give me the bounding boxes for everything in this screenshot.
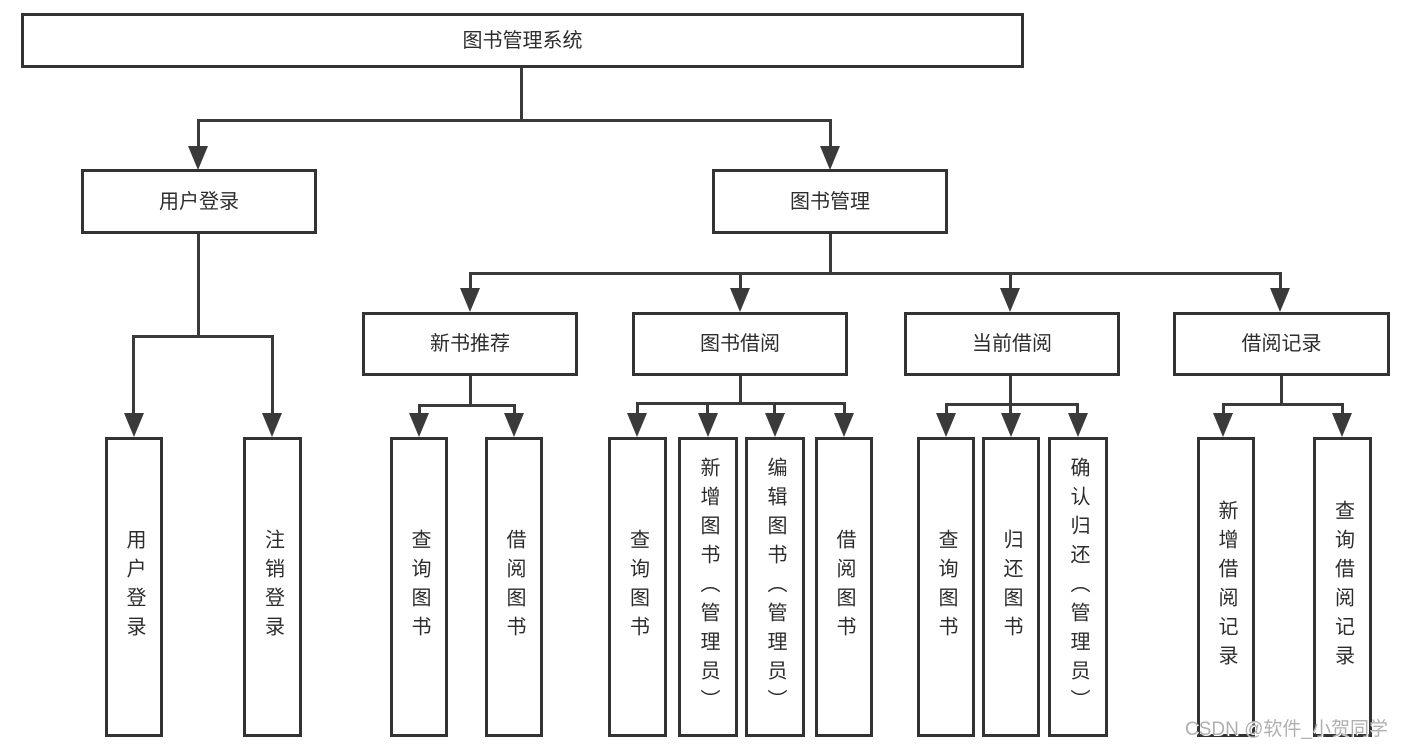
leaf-add-borrow-record: 新增借阅记录 (1197, 437, 1255, 737)
arrow-down-icon (1068, 413, 1088, 437)
arrow-down-icon (124, 413, 144, 437)
connector-line (829, 119, 832, 149)
arrow-down-icon (409, 413, 429, 437)
arrow-down-icon (1001, 413, 1021, 437)
arrow-down-icon (460, 288, 480, 312)
node-label: 归还图书 (1000, 529, 1022, 645)
arrow-down-icon (627, 413, 647, 437)
arrow-down-icon (1213, 413, 1233, 437)
leaf-query-books-borrow: 查询图书 (608, 437, 667, 737)
connector-line (132, 335, 135, 415)
node-label: 当前借阅 (972, 333, 1052, 355)
connector-line (418, 404, 421, 415)
leaf-query-borrow-record: 查询借阅记录 (1313, 437, 1372, 737)
arrow-down-icon (730, 288, 750, 312)
node-book-management: 图书管理 (712, 169, 948, 234)
node-new-book-recommend: 新书推荐 (362, 312, 578, 376)
arrow-down-icon (936, 413, 956, 437)
connector-line (636, 402, 846, 405)
leaf-query-books-current: 查询图书 (917, 437, 975, 737)
node-label: 借阅图书 (833, 529, 855, 645)
connector-line (1222, 403, 1344, 406)
arrow-down-icon (1332, 413, 1352, 437)
node-label: 用户登录 (123, 529, 145, 645)
node-user-login: 用户登录 (81, 169, 317, 234)
node-label: 编辑图书（管理员） (764, 456, 786, 718)
connector-line (945, 403, 948, 415)
leaf-add-books-admin: 新增图书（管理员） (678, 437, 738, 737)
node-label: 查询借阅记录 (1331, 500, 1354, 674)
connector-line (418, 404, 516, 407)
leaf-borrow-books-recommend: 借阅图书 (485, 437, 543, 737)
connector-line (271, 335, 274, 415)
connector-line (1279, 272, 1282, 290)
connector-line (739, 272, 742, 290)
node-label: 查询图书 (408, 529, 430, 645)
leaf-confirm-return-admin: 确认归还（管理员） (1048, 437, 1108, 737)
node-label: 查询图书 (935, 529, 957, 645)
leaf-logout: 注销登录 (243, 437, 302, 737)
node-label: 图书管理 (790, 190, 870, 213)
arrow-down-icon (1270, 288, 1290, 312)
node-label: 用户登录 (159, 190, 239, 213)
arrow-down-icon (1000, 288, 1020, 312)
connector-line (197, 119, 200, 149)
connector-line (829, 234, 832, 274)
leaf-borrow-books: 借阅图书 (815, 437, 873, 737)
connector-line (945, 403, 1079, 406)
arrow-down-icon (698, 413, 718, 437)
watermark: CSDN @软件_小贺同学 (1185, 719, 1388, 740)
node-root: 图书管理系统 (21, 13, 1024, 68)
leaf-user-login: 用户登录 (105, 437, 163, 737)
connector-line (520, 68, 523, 120)
connector-line (1009, 403, 1012, 415)
leaf-edit-books-admin: 编辑图书（管理员） (745, 437, 805, 737)
node-label: 图书借阅 (700, 333, 780, 355)
node-borrow-records: 借阅记录 (1173, 312, 1390, 376)
leaf-return-books: 归还图书 (982, 437, 1040, 737)
arrow-down-icon (504, 413, 524, 437)
node-current-borrow: 当前借阅 (904, 312, 1120, 376)
node-book-borrow: 图书借阅 (632, 312, 848, 376)
node-label: 新书推荐 (430, 333, 510, 355)
connector-line (132, 335, 274, 338)
leaf-query-books-recommend: 查询图书 (390, 437, 448, 737)
connector-line (469, 376, 472, 406)
node-label: 注销登录 (261, 529, 284, 645)
connector-line (1009, 376, 1012, 405)
connector-line (739, 376, 742, 405)
arrow-down-icon (820, 146, 840, 170)
node-label: 借阅记录 (1241, 333, 1322, 355)
connector-line (843, 402, 846, 415)
connector-line (513, 404, 516, 415)
node-label: 图书管理系统 (462, 29, 583, 52)
arrow-down-icon (188, 146, 208, 170)
node-label: 确认归还（管理员） (1067, 456, 1089, 718)
connector-line (197, 234, 200, 337)
arrow-down-icon (765, 413, 785, 437)
arrow-down-icon (834, 413, 854, 437)
connector-line (469, 272, 1282, 275)
connector-line (1341, 403, 1344, 415)
arrow-down-icon (262, 413, 282, 437)
node-label: 新增借阅记录 (1215, 500, 1237, 674)
connector-line (1280, 376, 1283, 405)
connector-line (636, 402, 639, 415)
connector-line (1222, 403, 1225, 415)
node-label: 新增图书（管理员） (697, 456, 719, 718)
node-label: 借阅图书 (503, 529, 525, 645)
connector-line (1076, 403, 1079, 415)
connector-line (469, 272, 472, 290)
connector-line (1009, 272, 1012, 290)
connector-line (706, 402, 709, 415)
connector-line (197, 119, 832, 122)
connector-line (773, 402, 776, 415)
node-label: 查询图书 (626, 529, 649, 645)
